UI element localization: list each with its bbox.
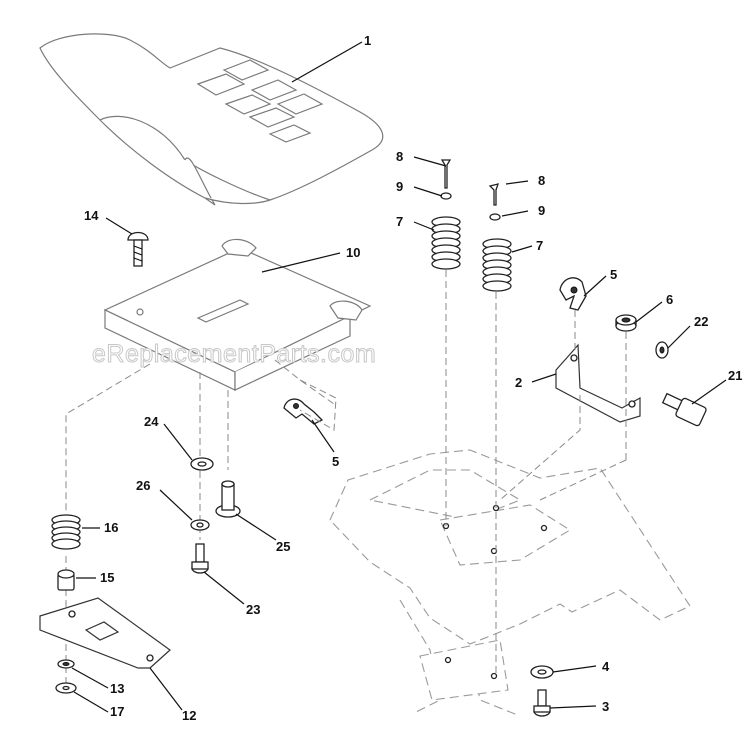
- callout-2: 2: [515, 375, 522, 390]
- callout-23: 23: [246, 602, 260, 617]
- spacer-15: [57, 569, 75, 591]
- watermark-text: eReplacementParts.com: [92, 340, 376, 368]
- latch-clip-5-upper: [559, 277, 587, 311]
- spacer-22: [655, 341, 669, 359]
- callout-17: 17: [110, 704, 124, 719]
- callout-16: 16: [104, 520, 118, 535]
- callout-22: 22: [694, 314, 708, 329]
- callout-8-left: 8: [396, 149, 403, 164]
- alignment-lines: [65, 270, 627, 690]
- callout-9-right: 9: [538, 203, 545, 218]
- callout-8-right: 8: [538, 173, 545, 188]
- switch-21: [661, 392, 707, 427]
- callout-12: 12: [182, 708, 196, 723]
- seat-part: [39, 33, 384, 206]
- washer-17: [55, 682, 77, 694]
- spring-assembly-left: [431, 159, 461, 270]
- callout-labels: 1 8 8 9 9 7 7 14 10 5 6 22 2 21 5 24 26 …: [84, 33, 742, 723]
- seat-pan-part: [103, 238, 372, 391]
- callout-21: 21: [728, 368, 742, 383]
- bracket-2: [555, 343, 641, 423]
- nut-13: [57, 659, 75, 669]
- callout-24: 24: [144, 414, 159, 429]
- plate-12: [39, 597, 171, 669]
- leader-lines: [71, 41, 727, 713]
- washer-4: [530, 665, 554, 679]
- bolt-3: [533, 689, 551, 717]
- callout-1: 1: [364, 33, 371, 48]
- latch-clip-5-lower: [283, 379, 337, 431]
- nut-6: [615, 314, 637, 332]
- callout-4: 4: [602, 659, 610, 674]
- callout-13: 13: [110, 681, 124, 696]
- callout-15: 15: [100, 570, 114, 585]
- callout-14: 14: [84, 208, 99, 223]
- callout-9-left: 9: [396, 179, 403, 194]
- callout-7-right: 7: [536, 238, 543, 253]
- callout-3: 3: [602, 699, 609, 714]
- shoulder-bolt-25: [215, 480, 241, 518]
- carriage-bolt-14: [127, 231, 149, 267]
- spring-assembly-right: [482, 183, 512, 292]
- callout-25: 25: [276, 539, 290, 554]
- washer-24: [190, 457, 214, 471]
- callout-26: 26: [136, 478, 150, 493]
- tractor-frame-ghost: [329, 449, 691, 717]
- bolt-23: [191, 543, 209, 574]
- callout-6: 6: [666, 292, 673, 307]
- callout-5-upper: 5: [610, 267, 617, 282]
- washer-26: [190, 519, 210, 531]
- spring-16: [51, 514, 81, 550]
- callout-5-lower: 5: [332, 454, 339, 469]
- callout-10: 10: [346, 245, 360, 260]
- callout-7-left: 7: [396, 214, 403, 229]
